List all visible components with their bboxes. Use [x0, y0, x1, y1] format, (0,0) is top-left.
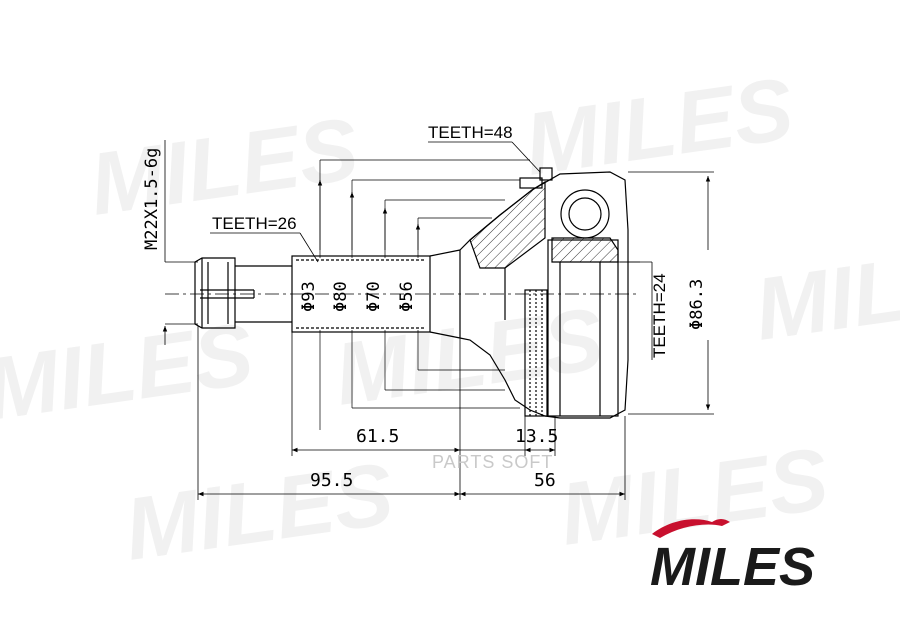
dimension-l61-5: 61.5: [356, 426, 399, 447]
thread-spec-label: M22X1.5-6g: [142, 148, 162, 250]
watermark-text: MILES: [119, 443, 399, 578]
watermark-layer: MILES MILES MILES MILES MILES MILES MILE…: [0, 58, 900, 578]
dimension-l95-5: 95.5: [310, 470, 353, 491]
dimension-d86-3: Φ86.3: [687, 279, 707, 330]
logo-swoosh-icon: [652, 519, 730, 538]
teeth-inner-label: TEETH=24: [650, 273, 669, 358]
diameter-labels: Φ93 Φ80 Φ70 Φ56: [299, 281, 417, 312]
dimension-d70: Φ70: [364, 281, 384, 312]
dimension-d56: Φ56: [397, 281, 417, 312]
teeth-spline-label: TEETH=26: [212, 214, 297, 233]
dimension-d80: Φ80: [331, 281, 351, 312]
dimension-d93: Φ93: [299, 281, 319, 312]
dimension-l13-5: 13.5: [515, 426, 558, 447]
bell-housing: [459, 167, 629, 419]
miles-logo: MILES: [650, 519, 815, 597]
outer-diameter-dimension: [628, 171, 714, 415]
length-dimensions: [197, 326, 626, 500]
parts-soft-overlay: PARTS SOFT: [432, 452, 553, 472]
logo-text: MILES: [650, 537, 815, 597]
thread-dimension: [162, 140, 198, 345]
watermark-text: MILES: [0, 303, 259, 438]
dimension-l56: 56: [534, 470, 556, 491]
spline-shaft: [291, 249, 461, 339]
teeth-outer-label: TEETH=48: [428, 123, 513, 142]
teeth-leaders: [210, 141, 653, 360]
diameter-arrows: [317, 180, 421, 250]
watermark-text: MILES: [749, 223, 900, 358]
